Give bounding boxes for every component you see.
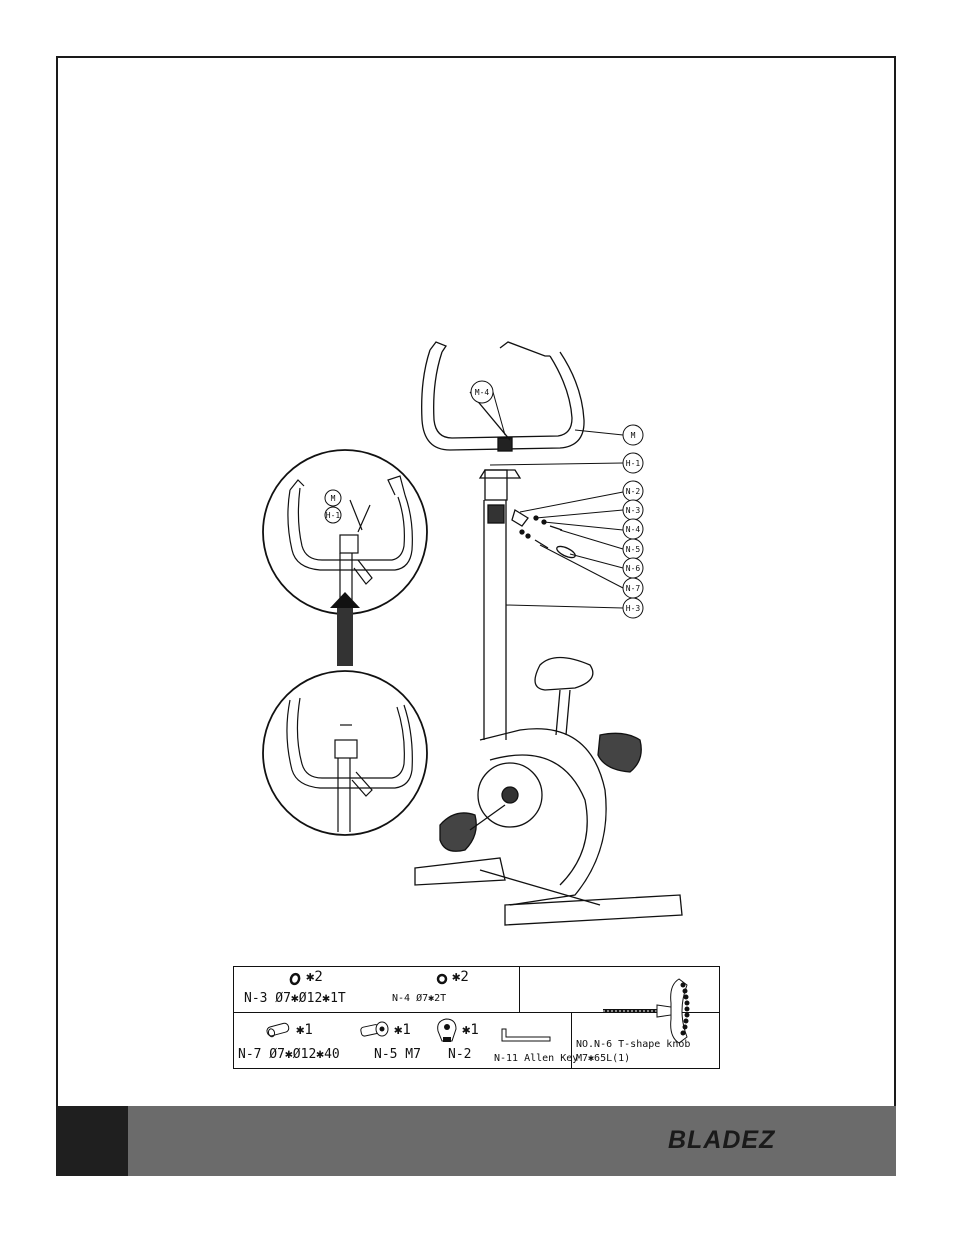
footer-page-block xyxy=(56,1106,128,1176)
washer-icon xyxy=(289,972,301,986)
table-divider xyxy=(519,967,520,1012)
n6-size: M7✱65L(1) xyxy=(576,1053,631,1064)
n2-quantity: ✱1 xyxy=(462,1022,479,1038)
callout-n6: N-6 xyxy=(626,564,641,573)
callout-h1: H-1 xyxy=(626,459,641,468)
callout-h3: H-3 xyxy=(626,604,641,613)
bolt-icon xyxy=(360,1021,389,1037)
table-divider xyxy=(571,1012,572,1069)
callout-n5: N-5 xyxy=(626,545,641,554)
callout-n2: N-2 xyxy=(626,487,641,496)
exercise-bike-illustration xyxy=(414,341,683,926)
detail-callout-h1: H-1 xyxy=(326,511,341,520)
n4-quantity: ✱2 xyxy=(452,969,469,985)
callout-n4: N-4 xyxy=(626,525,641,534)
hardware-parts-table: ✱2 N-3 Ø7✱Ø12✱1T ✱2 N-4 Ø7✱2T ✱1 N-7 Ø7✱… xyxy=(233,966,720,1069)
detail-callout-m: M xyxy=(331,494,336,503)
clamp-bracket-icon xyxy=(437,1018,457,1042)
arrow-up-icon xyxy=(330,592,360,666)
footer-bar xyxy=(56,1106,896,1176)
brand-logo: BLADEZ xyxy=(668,1126,776,1154)
allen-key-icon xyxy=(501,1028,551,1042)
n7-label: N-7 Ø7✱Ø12✱40 xyxy=(238,1047,340,1062)
callout-n7: N-7 xyxy=(626,584,641,593)
n6-label: NO.N-6 T-shape knob xyxy=(576,1039,691,1050)
callout-m: M xyxy=(631,431,636,440)
n5-quantity: ✱1 xyxy=(394,1022,411,1038)
n7-quantity: ✱1 xyxy=(296,1022,313,1038)
n4-label: N-4 Ø7✱2T xyxy=(392,993,447,1004)
n2-label: N-2 xyxy=(448,1047,472,1062)
table-divider xyxy=(234,1012,719,1013)
callout-n3: N-3 xyxy=(626,506,641,515)
bushing-icon xyxy=(266,1022,290,1038)
n3-quantity: ✱2 xyxy=(306,969,323,985)
n5-label: N-5 M7 xyxy=(374,1047,421,1062)
n3-label: N-3 Ø7✱Ø12✱1T xyxy=(244,991,346,1006)
callout-bubbles: M-4 M H-1 N-2 N-3 N-4 N-5 N-6 N-7 H-3 xyxy=(470,380,644,619)
spring-washer-icon xyxy=(436,973,448,985)
callout-leaders xyxy=(489,391,624,609)
t-shape-knob-icon xyxy=(603,978,690,1044)
callout-m4: M-4 xyxy=(475,388,490,397)
detail-view-assembled: M H-1 xyxy=(262,449,428,615)
n11-label: N-11 Allen Key xyxy=(494,1053,579,1064)
detail-view-unassembled xyxy=(262,670,428,836)
